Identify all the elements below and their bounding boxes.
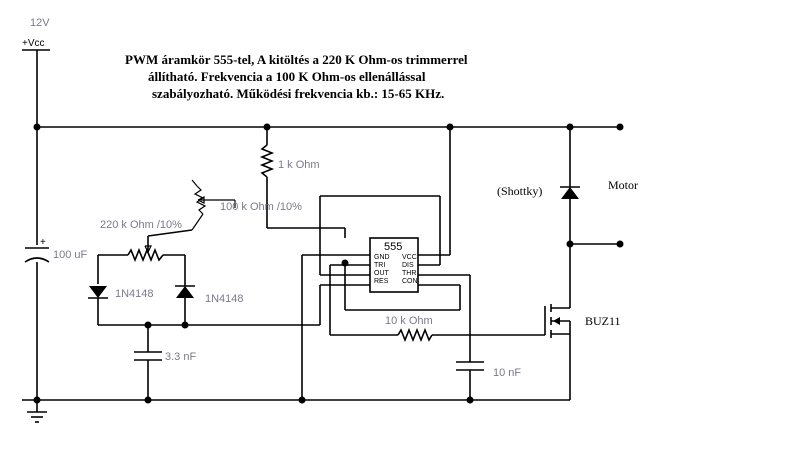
ground-symbol xyxy=(27,400,47,423)
vcc-label: +Vcc xyxy=(22,38,45,49)
diode-d1 xyxy=(88,286,108,299)
capacitor-10n xyxy=(456,361,484,371)
ic-555: 555 GND TRI OUT RES VCC DIS THR CON xyxy=(369,237,419,293)
junction-dot xyxy=(33,123,41,131)
ic-pin-dis: DIS xyxy=(402,262,414,269)
capacitor-10n-label: 10 nF xyxy=(493,367,521,379)
resistor-1k-label: 1 k Ohm xyxy=(278,159,320,171)
motor-terminal-bottom xyxy=(616,240,624,248)
potentiometer-100k xyxy=(191,179,236,231)
svg-text:+: + xyxy=(40,237,46,248)
diode-d2-label: 1N4148 xyxy=(205,293,244,305)
ic-pin-thr: THR xyxy=(402,270,416,277)
title-block: PWM áramkör 555-tel, A kitöltés a 220 K … xyxy=(125,52,468,101)
diode-d2 xyxy=(175,285,195,298)
resistor-10k-label: 10 k Ohm xyxy=(385,315,433,327)
capacitor-100uf-label: 100 uF xyxy=(53,249,88,261)
title-line-2: állítható. Frekvencia a 100 K Ohm-os ell… xyxy=(148,69,426,84)
title-line-1: PWM áramkör 555-tel, A kitöltés a 220 K … xyxy=(125,52,468,67)
trimmer-220k-label: 220 k Ohm /10% xyxy=(100,219,182,231)
potentiometer-100k-label: 100 k Ohm /10% xyxy=(220,201,302,213)
ic-pin-tri: TRI xyxy=(374,262,385,269)
title-line-3: szabályozható. Működési frekvencia kb.: … xyxy=(152,86,444,101)
ic-pin-vcc: VCC xyxy=(402,254,417,261)
ic-555-label: 555 xyxy=(384,241,402,253)
trimmer-220k xyxy=(98,245,185,263)
junction-dot xyxy=(181,321,189,329)
resistor-1k xyxy=(259,144,275,178)
schottky-diode xyxy=(560,186,580,199)
motor-label: Motor xyxy=(608,178,638,192)
ic-pin-con: CON xyxy=(402,278,418,285)
mosfet-buz11 xyxy=(544,304,571,338)
capacitor-3n3-label: 3.3 nF xyxy=(165,351,196,363)
schottky-label: (Shottky) xyxy=(497,184,542,198)
diode-d1-label: 1N4148 xyxy=(115,288,154,300)
mosfet-label: BUZ11 xyxy=(585,314,621,328)
resistor-10k xyxy=(397,327,433,343)
wire xyxy=(147,229,193,237)
capacitor-3n3 xyxy=(134,351,162,361)
ic-pin-gnd: GND xyxy=(374,254,390,261)
motor-terminal-top xyxy=(616,123,624,131)
capacitor-100uf: + xyxy=(24,237,50,263)
supply-voltage-label: 12V xyxy=(30,17,50,29)
ic-pin-res: RES xyxy=(374,278,389,285)
ic-pin-out: OUT xyxy=(374,270,390,277)
